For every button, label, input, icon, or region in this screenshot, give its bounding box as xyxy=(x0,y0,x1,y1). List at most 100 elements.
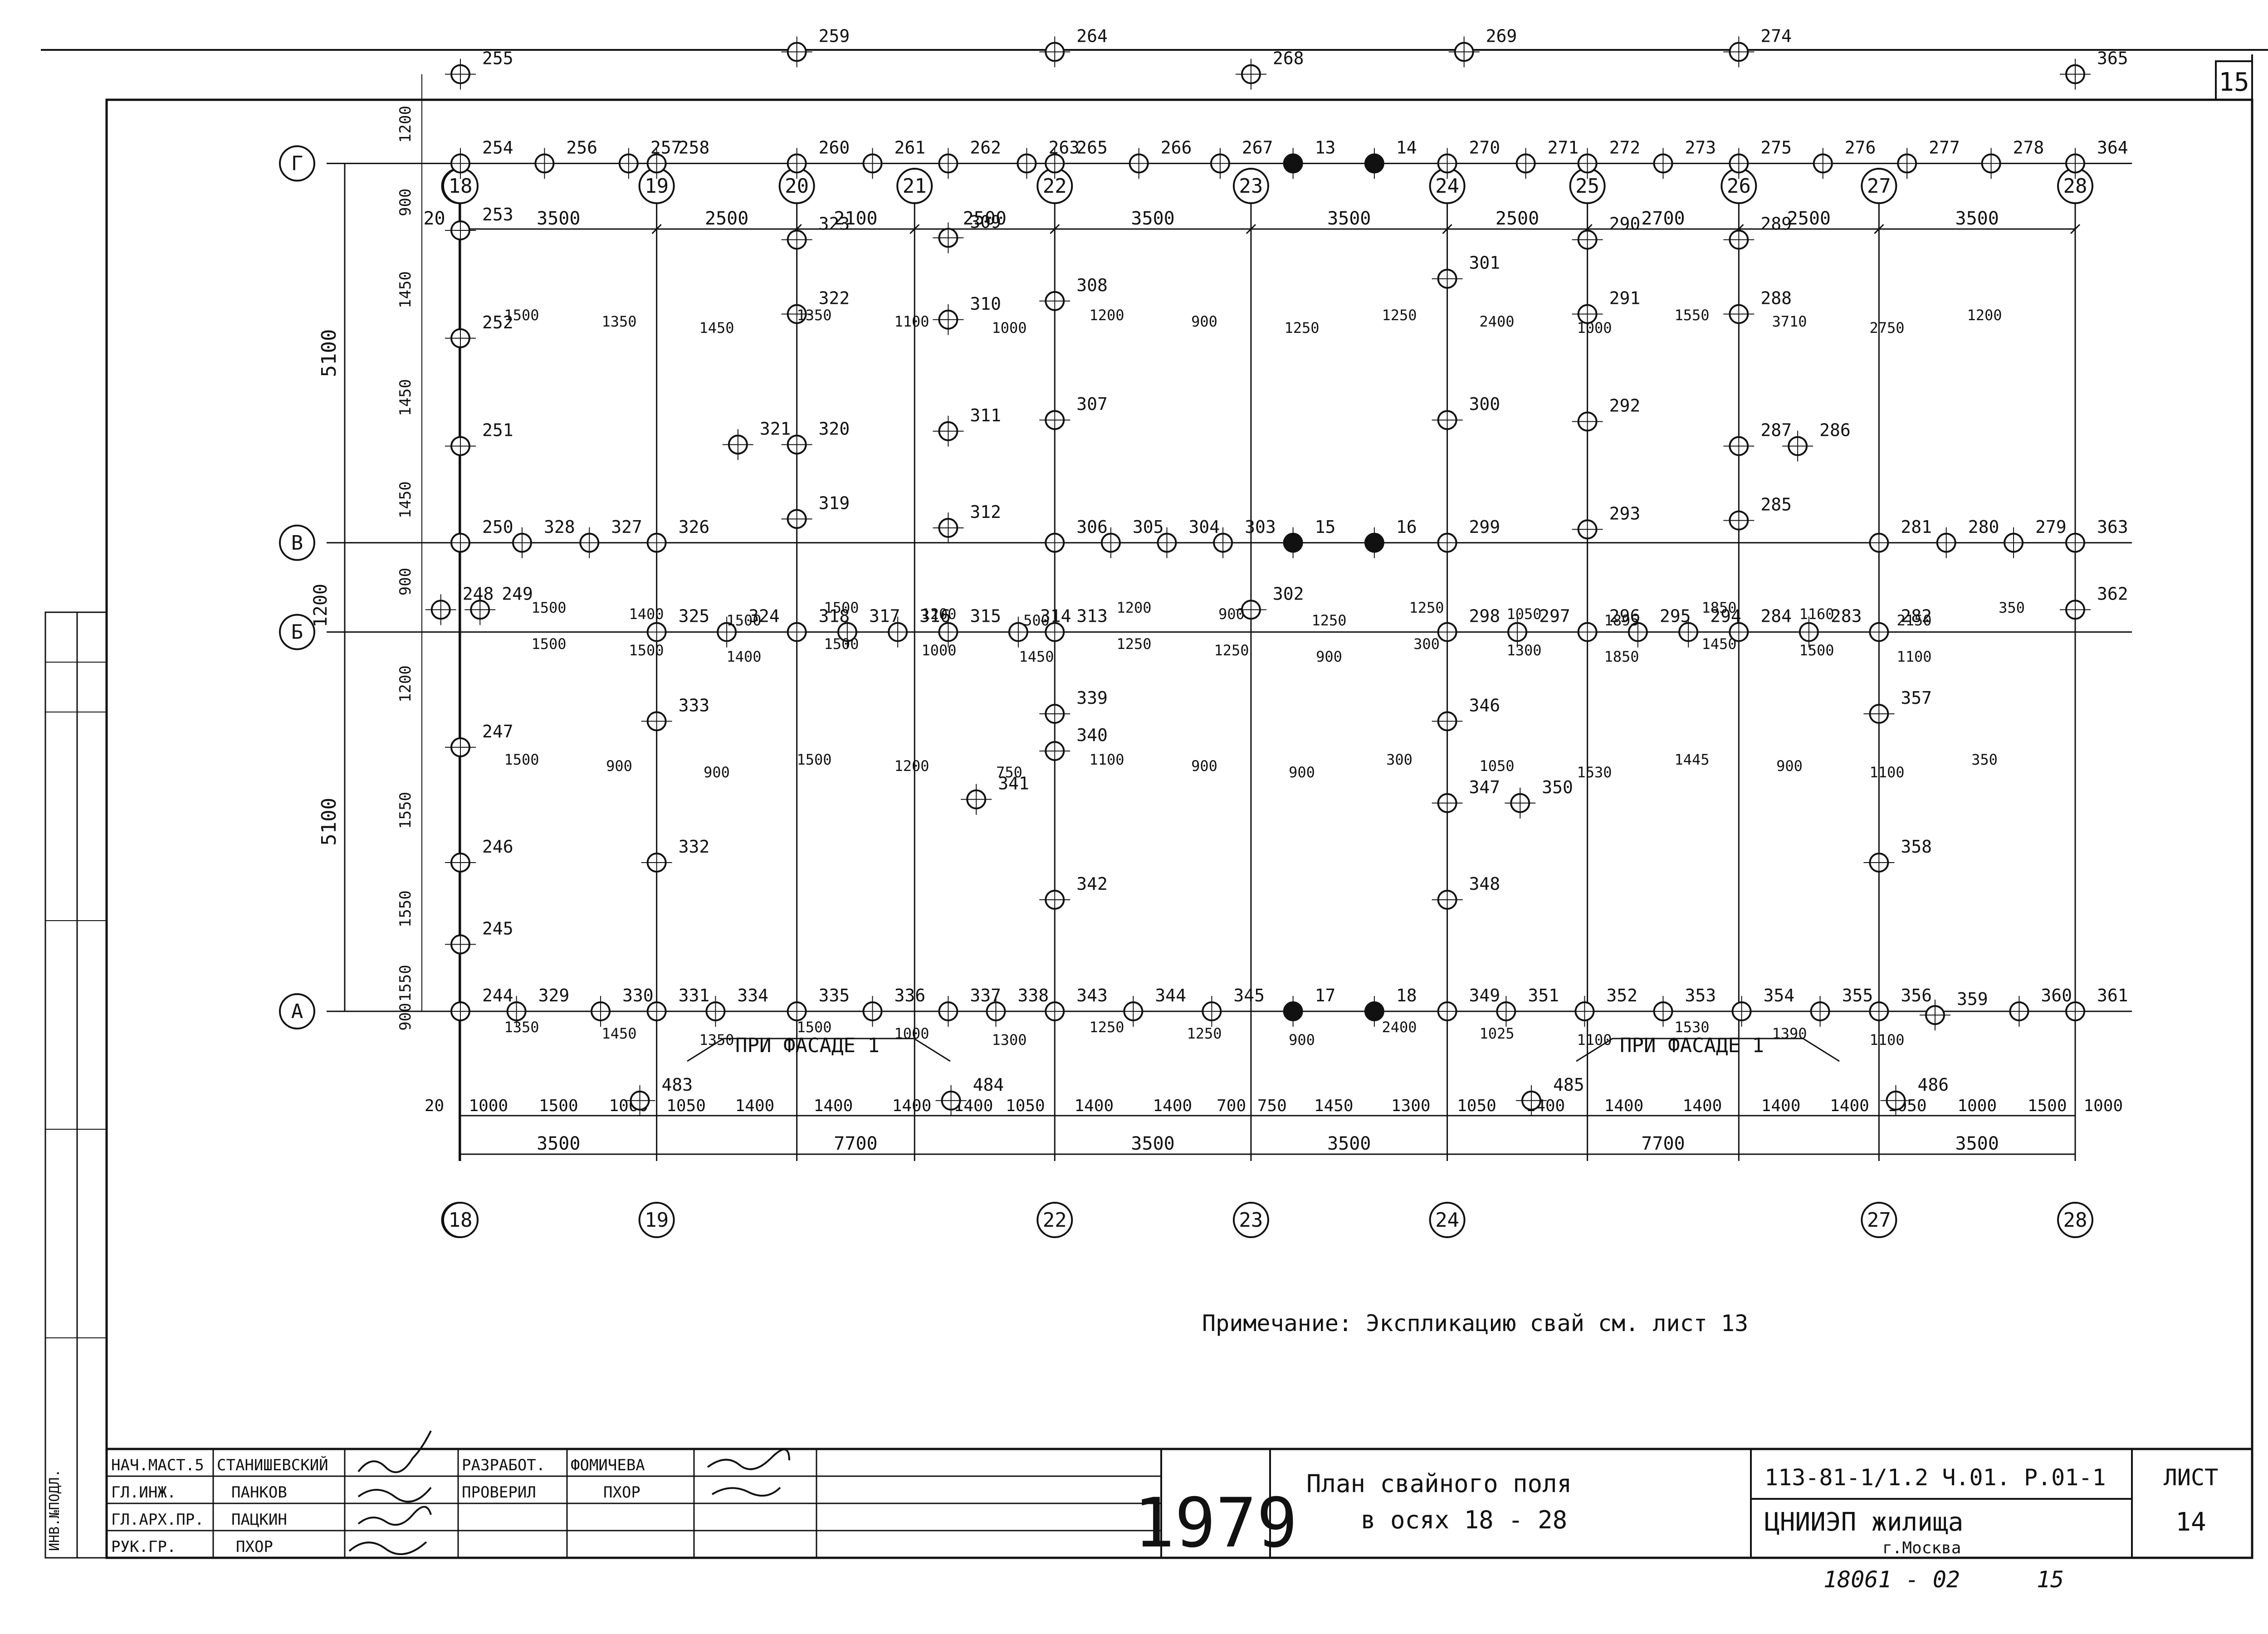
pile-label-336: 336 xyxy=(894,985,926,1005)
pile-label-284: 284 xyxy=(1760,606,1792,626)
axis-bubble-bottom-18 xyxy=(442,1202,479,1238)
bottom-dim-upper-25: 1000 xyxy=(2083,1097,2123,1115)
interior-dim-7: 900 xyxy=(606,757,632,775)
pile-label-289: 289 xyxy=(1760,214,1792,234)
title-line-2: в осях 18 - 28 xyxy=(1361,1506,1567,1534)
left-inner-dim-3: 1450 xyxy=(396,379,415,416)
axis-label-bottom-23: 23 xyxy=(1239,1209,1263,1232)
pile-label-334: 334 xyxy=(737,985,768,1005)
interior-dim-10: 1450 xyxy=(699,319,734,337)
pile-label-311: 311 xyxy=(970,405,1001,425)
pile-label-268: 268 xyxy=(1273,49,1304,68)
interior-dim-0: 1500 xyxy=(504,307,539,324)
interior-dim-31: 1200 xyxy=(1116,599,1151,616)
bottom-dim-lower-3: 3500 xyxy=(1327,1133,1371,1154)
pile-label-262: 262 xyxy=(970,137,1001,157)
pile-label-359: 359 xyxy=(1957,989,1988,1009)
interior-dim-48: 300 xyxy=(1413,635,1440,653)
corner-sheet-number: 15 xyxy=(2219,68,2249,97)
pile-label-320: 320 xyxy=(819,419,850,439)
pile-label-290: 290 xyxy=(1609,214,1641,234)
axis-bubble-top-23 xyxy=(1232,168,1269,204)
interior-dim-41: 1250 xyxy=(1311,612,1346,629)
role-1: НАЧ.МАСТ.5 xyxy=(111,1456,204,1474)
interior-dim-67: 900 xyxy=(1776,757,1803,775)
bottom-dim-upper-24: 1500 xyxy=(2028,1097,2067,1115)
axis-label-top-21: 21 xyxy=(903,175,927,198)
interior-dim-76: 350 xyxy=(1999,599,2025,616)
pile-label-259: 259 xyxy=(819,26,850,46)
interior-dim-30: 1200 xyxy=(1089,307,1124,324)
pile-label-279: 279 xyxy=(2035,517,2067,537)
top-tick-10 xyxy=(1874,224,1884,234)
interior-dim-69: 1390 xyxy=(1772,1025,1807,1042)
sheet-label: ЛИСТ xyxy=(2164,1464,2218,1491)
pile-label-319: 319 xyxy=(819,493,850,513)
row-label-А: А xyxy=(291,1000,303,1023)
pile-label-361: 361 xyxy=(2097,985,2128,1005)
interior-dim-18: 1500 xyxy=(824,635,859,653)
interior-dim-53: 1300 xyxy=(1506,642,1541,659)
axis-bubble-bottom-19 xyxy=(638,1202,675,1238)
pile-label-350: 350 xyxy=(1542,777,1573,797)
interior-dim-9: 1450 xyxy=(601,1025,636,1042)
role2-1: РАЗРАБОТ. xyxy=(462,1456,545,1474)
interior-dim-20: 1100 xyxy=(894,313,929,330)
interior-dim-28: 1450 xyxy=(1019,648,1054,665)
top-tick-6 xyxy=(1246,224,1256,234)
axis-bubble-top-21 xyxy=(896,168,933,204)
pile-label-307: 307 xyxy=(1076,394,1108,414)
left-inner-dim-8: 1550 xyxy=(396,890,415,927)
bottom-dim-upper-6: 1400 xyxy=(814,1097,853,1115)
pile-label-254: 254 xyxy=(482,137,513,157)
pile-label-281: 281 xyxy=(1901,517,1932,537)
pile-label-292: 292 xyxy=(1609,395,1641,415)
title-line-1: План свайного поля xyxy=(1306,1469,1572,1498)
top-dim-7: 2500 xyxy=(1496,208,1539,229)
bottom-dim-upper-10: 1400 xyxy=(1074,1097,1114,1115)
top-dim-6: 3500 xyxy=(1327,208,1371,229)
interior-dim-40: 1250 xyxy=(1284,319,1319,337)
bottom-dim-upper-18: 1400 xyxy=(1604,1097,1644,1115)
pile-label-265: 265 xyxy=(1076,137,1108,157)
axis-bubble-bottom-27 xyxy=(1861,1202,1897,1238)
axis-label-bottom-24: 24 xyxy=(1435,1209,1459,1232)
handwritten-page: 15 xyxy=(2037,1566,2064,1593)
pile-label-288: 288 xyxy=(1760,288,1792,308)
bottom-dim-lower-0: 3500 xyxy=(537,1133,580,1154)
left-inner-dim-5: 900 xyxy=(396,568,415,595)
pile-label-282: 282 xyxy=(1901,606,1932,626)
top-dim-4: 2500 xyxy=(963,208,1007,229)
left-inner-dim-0: 1200 xyxy=(396,106,415,143)
pile-label-354: 354 xyxy=(1764,985,1795,1005)
interior-dim-44: 900 xyxy=(1289,1031,1315,1049)
axis-bubble-top-27 xyxy=(1861,168,1897,204)
pile-label-331: 331 xyxy=(679,985,710,1005)
pile-label-271: 271 xyxy=(1548,137,1579,157)
pile-label-310: 310 xyxy=(970,294,1001,314)
pile-label-330: 330 xyxy=(622,985,654,1005)
interior-dim-26: 500 xyxy=(1023,612,1050,629)
pile-label-323: 323 xyxy=(819,214,850,234)
interior-dim-34: 1250 xyxy=(1089,1019,1124,1036)
pile-label-270: 270 xyxy=(1469,137,1501,157)
pile-label-260: 260 xyxy=(819,137,850,157)
pile-label-308: 308 xyxy=(1076,275,1108,295)
bottom-dim-upper-1: 1000 xyxy=(469,1097,508,1115)
top-dim-1: 3500 xyxy=(537,208,580,229)
bottom-dim-lower-4: 7700 xyxy=(1641,1133,1685,1154)
interior-dim-45: 1250 xyxy=(1382,307,1417,324)
handwritten-number: 18061 - 02 xyxy=(1823,1566,1960,1593)
pile-label-299: 299 xyxy=(1469,517,1501,537)
left-dim-0: 5100 xyxy=(318,329,341,377)
interior-dim-70: 2750 xyxy=(1869,319,1904,337)
pile-label-293: 293 xyxy=(1609,503,1641,523)
pile-label-249: 249 xyxy=(502,584,533,604)
pile-label-266: 266 xyxy=(1161,137,1192,157)
facade-bracket-right xyxy=(1576,1038,1840,1062)
interior-dim-42: 900 xyxy=(1289,764,1315,781)
left-inner-dim-4: 1450 xyxy=(396,481,415,518)
facade-label-left: ПРИ ФАСАДЕ 1 xyxy=(735,1034,880,1057)
pile-label-362: 362 xyxy=(2097,584,2128,604)
sheet-number: 14 xyxy=(2175,1507,2206,1537)
